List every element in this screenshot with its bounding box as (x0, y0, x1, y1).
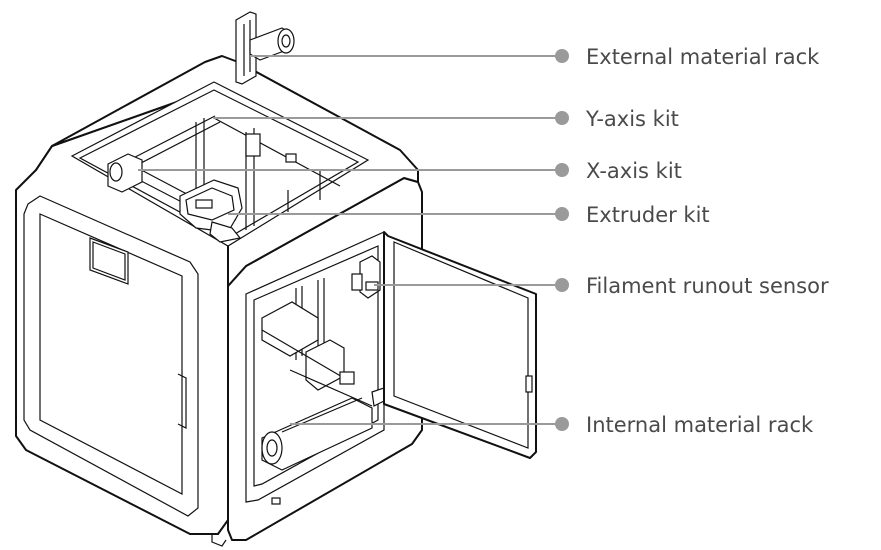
runout-sensor (351, 255, 381, 299)
chamber-interior (261, 278, 373, 407)
callout-x-axis-kit: X-axis kit (138, 159, 682, 183)
callout-filament-runout-sensor: Filament runout sensor (374, 274, 829, 298)
callout-label: X-axis kit (586, 159, 682, 183)
top-opening (70, 81, 370, 247)
callout-external-material-rack: External material rack (250, 45, 820, 69)
external-spool-holder (235, 11, 295, 85)
callout-internal-material-rack: Internal material rack (290, 413, 814, 437)
left-handle (177, 373, 187, 429)
callout-label: Extruder kit (586, 203, 710, 227)
front-sticker (271, 497, 281, 505)
callout-label: Y-axis kit (585, 107, 679, 131)
extruder-head (179, 179, 243, 243)
callout-label: Filament runout sensor (586, 274, 829, 298)
callout-label: Internal material rack (586, 413, 814, 437)
door-latch (525, 375, 533, 393)
callout-y-axis-kit: Y-axis kit (213, 107, 679, 131)
printer-foot (211, 534, 227, 547)
left-window-frame (39, 213, 183, 495)
printer-left-panel-inner (23, 195, 199, 517)
open-door (383, 231, 537, 459)
callout-label: External material rack (586, 45, 820, 69)
callout-extruder-kit: Extruder kit (228, 203, 710, 227)
touch-screen (89, 237, 129, 285)
printer-illustration (15, 11, 537, 547)
internal-spool-rack (261, 387, 387, 471)
